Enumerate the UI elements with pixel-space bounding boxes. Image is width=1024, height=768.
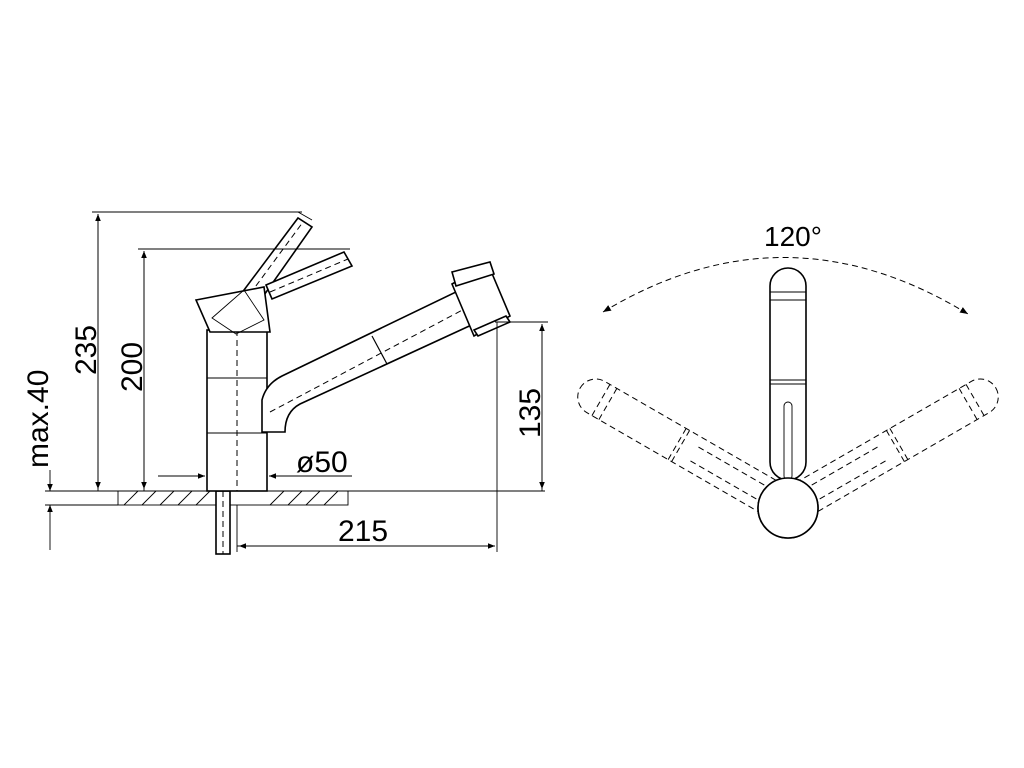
countertop (45, 490, 545, 506)
lever-lower (264, 250, 354, 301)
dim-235-label: 235 (70, 325, 103, 375)
dim-max40-label: max.40 (22, 370, 55, 468)
dim-200: 200 (116, 248, 350, 491)
side-view: max.40 235 200 135 ø50 (22, 211, 548, 555)
dim-200-label: 200 (116, 342, 149, 392)
top-view: 120° (577, 221, 999, 539)
dim-swivel-arc: 120° (602, 221, 969, 315)
dim-max40: max.40 (22, 370, 55, 550)
mounting-rod (215, 490, 231, 555)
dim-135-label: 135 (514, 388, 547, 438)
dim-swivel-label: 120° (764, 221, 822, 252)
dim-215: 215 (236, 322, 498, 552)
base-circle-top (757, 477, 819, 539)
spout (261, 261, 512, 433)
cartridge-head (194, 286, 271, 335)
dim-235: 235 (70, 211, 302, 491)
spout-center (769, 267, 807, 481)
dim-135: 135 (495, 321, 548, 491)
spray-head (450, 261, 512, 338)
dim-diameter: ø50 (158, 446, 352, 479)
dim-diameter-label: ø50 (296, 446, 348, 479)
dim-215-label: 215 (338, 515, 388, 548)
countertop-hatching (123, 490, 339, 506)
